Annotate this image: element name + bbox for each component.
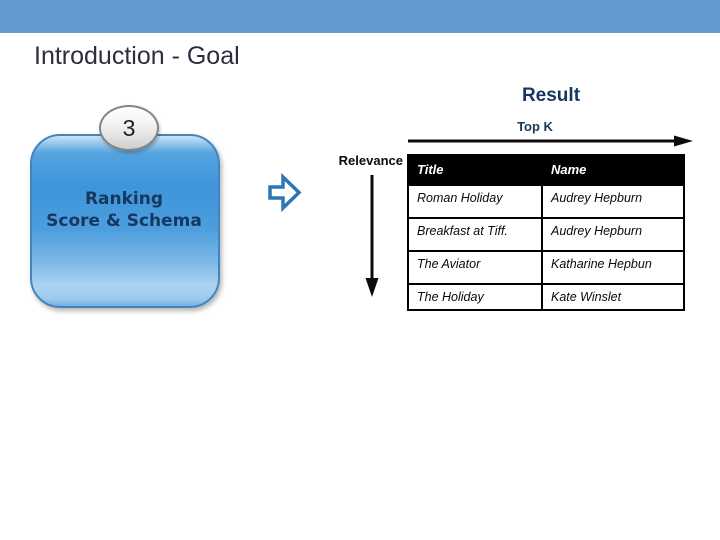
process-box-label-line1: Ranking <box>84 189 164 209</box>
table-row: The Aviator Katharine Hepbun <box>407 250 685 285</box>
cell-name: Audrey Hepburn <box>541 184 685 219</box>
table-header-row: Title Name <box>407 154 685 186</box>
top-k-label: Top K <box>517 119 553 134</box>
cell-name: Audrey Hepburn <box>541 217 685 252</box>
slide-title: Introduction - Goal <box>34 42 240 70</box>
cell-title: Breakfast at Tiff. <box>407 217 543 252</box>
step-number-badge: 3 <box>99 105 159 151</box>
relevance-label: Relevance <box>338 153 403 168</box>
result-heading: Result <box>521 85 581 106</box>
column-header-title: Title <box>407 154 543 186</box>
top-banner <box>0 0 720 33</box>
table-row: Roman Holiday Audrey Hepburn <box>407 184 685 219</box>
table-row: Breakfast at Tiff. Audrey Hepburn <box>407 217 685 252</box>
cell-name: Kate Winslet <box>541 283 685 311</box>
top-k-arrow-icon <box>408 135 693 147</box>
process-box-label-line2: Score & Schema <box>46 211 202 231</box>
cell-title: The Aviator <box>407 250 543 285</box>
cell-title: Roman Holiday <box>407 184 543 219</box>
cell-title: The Holiday <box>407 283 543 311</box>
flow-right-arrow-icon <box>268 172 302 213</box>
process-box-label: Ranking Score & Schema <box>30 188 218 232</box>
cell-name: Katharine Hepbun <box>541 250 685 285</box>
table-row: The Holiday Kate Winslet <box>407 283 685 311</box>
relevance-arrow-icon <box>365 175 379 297</box>
column-header-name: Name <box>541 154 685 186</box>
results-table: Title Name Roman Holiday Audrey Hepburn … <box>407 154 685 311</box>
